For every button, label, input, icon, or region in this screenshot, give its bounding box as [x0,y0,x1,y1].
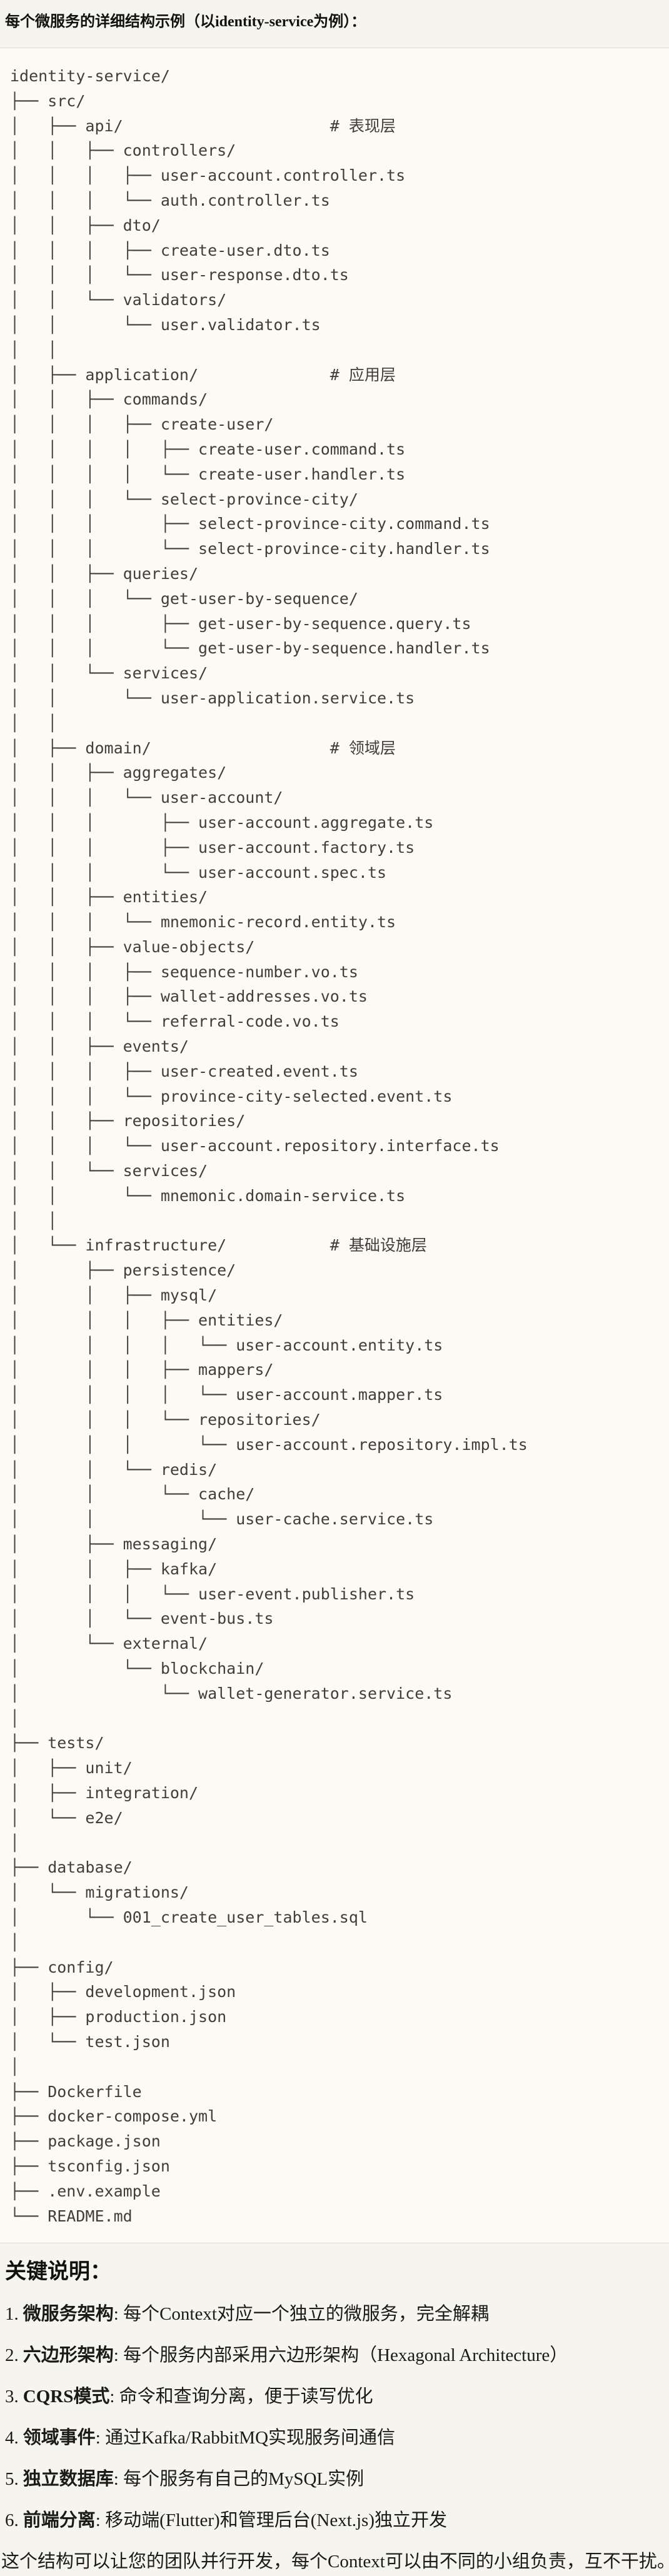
notes-list: 1.微服务架构: 每个Context对应一个独立的微服务，完全解耦 2.六边形架… [0,2302,669,2532]
closing-paragraph: 这个结构可以让您的团队并行开发，每个Context可以由不同的小组负责，互不干扰… [1,2552,669,2572]
note-number: 1. [5,2304,19,2325]
note-item: 5.独立数据库: 每个服务有自己的MySQL实例 [5,2467,669,2491]
note-term: 独立数据库 [23,2469,114,2490]
note-number: 2. [5,2345,19,2366]
page-title: 每个微服务的详细结构示例（以identity-service为例）： [5,14,366,30]
notes-section: 关键说明： 1.微服务架构: 每个Context对应一个独立的微服务，完全解耦 … [0,2258,669,2573]
note-term: 六边形架构 [23,2345,114,2366]
note-number: 6. [5,2510,19,2531]
note-item: 4.领域事件: 通过Kafka/RabbitMQ实现服务间通信 [5,2426,669,2450]
code-block: identity-service/ ├── src/ │ ├── api/ # … [0,48,669,2244]
note-term: 微服务架构 [23,2304,114,2325]
document-page: 每个微服务的详细结构示例（以identity-service为例）： ident… [0,11,669,2573]
note-term: CQRS模式 [23,2387,110,2407]
note-number: 4. [5,2428,19,2448]
note-term: 前端分离 [23,2510,96,2531]
note-text: : 移动端(Flutter)和管理后台(Next.js)独立开发 [95,2510,447,2531]
note-item: 6.前端分离: 移动端(Flutter)和管理后台(Next.js)独立开发 [5,2508,669,2532]
note-item: 3.CQRS模式: 命令和查询分离，便于读写优化 [5,2385,669,2408]
note-text: : 通过Kafka/RabbitMQ实现服务间通信 [95,2428,396,2448]
note-item: 2.六边形架构: 每个服务内部采用六边形架构（Hexagonal Archite… [5,2343,669,2367]
note-text: : 每个服务有自己的MySQL实例 [113,2469,365,2490]
note-number: 3. [5,2387,19,2407]
note-number: 5. [5,2469,19,2490]
note-text: : 每个Context对应一个独立的微服务，完全解耦 [113,2304,489,2325]
notes-heading: 关键说明： [5,2260,111,2284]
note-term: 领域事件 [23,2428,96,2448]
directory-tree: identity-service/ ├── src/ │ ├── api/ # … [10,67,528,2225]
note-item: 1.微服务架构: 每个Context对应一个独立的微服务，完全解耦 [5,2302,669,2326]
note-text: : 命令和查询分离，便于读写优化 [109,2387,373,2407]
note-text: : 每个服务内部采用六边形架构（Hexagonal Architecture） [113,2345,568,2366]
